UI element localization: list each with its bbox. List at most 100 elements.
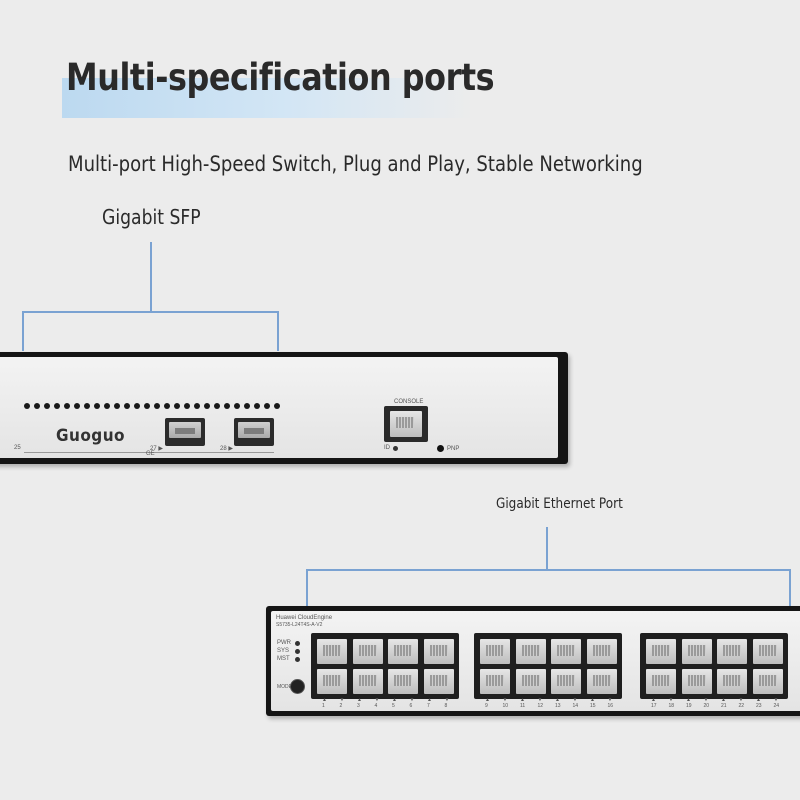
brand-logo-text: Guoguo bbox=[56, 426, 126, 446]
port-number-label: 2 bbox=[339, 703, 343, 709]
vent-hole bbox=[174, 403, 180, 409]
ethernet-port-19[interactable] bbox=[681, 639, 712, 664]
pnp-button[interactable] bbox=[437, 445, 444, 452]
vent-hole bbox=[274, 403, 280, 409]
vent-hole bbox=[234, 403, 240, 409]
vent-hole bbox=[254, 403, 260, 409]
up-arrow-icon: ▲ bbox=[756, 697, 761, 703]
ethernet-port-23[interactable] bbox=[752, 639, 783, 664]
sfp-callout-right-tick bbox=[277, 311, 279, 351]
port-number-label: 1 bbox=[322, 703, 325, 709]
down-arrow-icon: ▼ bbox=[444, 697, 450, 703]
sys-led bbox=[295, 649, 300, 654]
ethernet-port-12[interactable] bbox=[515, 669, 546, 694]
vent-hole bbox=[24, 403, 30, 409]
pwr-led bbox=[295, 641, 300, 646]
up-arrow-icon: ▲ bbox=[427, 697, 432, 703]
ethernet-port-16[interactable] bbox=[586, 669, 617, 694]
ethernet-port-24[interactable] bbox=[752, 669, 783, 694]
down-arrow-icon: ▼ bbox=[607, 697, 613, 703]
port-number-label: 22 bbox=[738, 703, 745, 709]
id-label: ID bbox=[384, 445, 390, 451]
port-25-label: 25 bbox=[14, 445, 21, 451]
ethernet-port-5[interactable] bbox=[388, 639, 418, 664]
port-number-label: 20 bbox=[703, 703, 710, 709]
ethernet-port-2[interactable] bbox=[317, 669, 347, 694]
vent-hole bbox=[204, 403, 210, 409]
vent-hole bbox=[154, 403, 160, 409]
ethernet-port-3[interactable] bbox=[352, 639, 383, 664]
ethernet-port-4[interactable] bbox=[352, 669, 383, 694]
vent-hole bbox=[134, 403, 140, 409]
vent-hole bbox=[84, 403, 90, 409]
vent-hole bbox=[74, 403, 80, 409]
ethernet-port-18[interactable] bbox=[646, 669, 676, 694]
ethernet-port-21[interactable] bbox=[717, 639, 747, 664]
ethernet-port-20[interactable] bbox=[681, 669, 712, 694]
vent-hole bbox=[34, 403, 40, 409]
port-number-label: 6 bbox=[409, 703, 413, 709]
console-port[interactable] bbox=[390, 411, 422, 437]
id-led bbox=[393, 446, 398, 451]
up-arrow-icon: ▲ bbox=[322, 697, 327, 703]
ethernet-port-13[interactable] bbox=[551, 639, 581, 664]
up-arrow-icon: ▲ bbox=[357, 697, 362, 703]
ethernet-port-1[interactable] bbox=[317, 639, 347, 664]
ethernet-port-14[interactable] bbox=[551, 669, 581, 694]
down-arrow-icon: ▼ bbox=[374, 697, 380, 703]
up-arrow-icon: ▲ bbox=[555, 697, 560, 703]
ethernet-callout-stem bbox=[546, 527, 548, 570]
sfp-port-28[interactable] bbox=[234, 418, 274, 446]
port-number-label: 7 bbox=[427, 703, 430, 709]
sfp-callout-stem bbox=[150, 242, 152, 312]
ethernet-port-22[interactable] bbox=[717, 669, 747, 694]
port-number-label: 16 bbox=[607, 703, 614, 709]
down-arrow-icon: ▼ bbox=[773, 697, 779, 703]
up-arrow-icon: ▲ bbox=[721, 697, 726, 703]
down-arrow-icon: ▼ bbox=[738, 697, 744, 703]
up-arrow-icon: ▲ bbox=[686, 697, 691, 703]
port-number-label: 15 bbox=[590, 703, 596, 709]
vent-hole bbox=[104, 403, 110, 409]
vent-hole bbox=[94, 403, 100, 409]
vent-hole bbox=[164, 403, 170, 409]
sfp-port-27[interactable] bbox=[165, 418, 205, 446]
up-arrow-icon: ▲ bbox=[392, 697, 397, 703]
port-number-label: 21 bbox=[721, 703, 727, 709]
model-number: S5735-L24T4S-A-V2 bbox=[276, 622, 323, 628]
port-number-label: 12 bbox=[537, 703, 544, 709]
mode-button[interactable] bbox=[290, 679, 305, 694]
vent-hole bbox=[44, 403, 50, 409]
ethernet-port-6[interactable] bbox=[388, 669, 418, 694]
port-number-label: 17 bbox=[651, 703, 657, 709]
sfp-callout-label: Gigabit SFP bbox=[102, 205, 201, 229]
sys-led-label: SYS bbox=[277, 648, 290, 654]
ethernet-callout-bar bbox=[306, 569, 791, 571]
vent-hole bbox=[184, 403, 190, 409]
up-arrow-icon: ▲ bbox=[651, 697, 656, 703]
down-arrow-icon: ▼ bbox=[572, 697, 578, 703]
ethernet-port-17[interactable] bbox=[646, 639, 676, 664]
ge-bracket-line bbox=[24, 452, 274, 453]
ethernet-port-15[interactable] bbox=[586, 639, 617, 664]
vent-hole bbox=[64, 403, 70, 409]
vent-hole bbox=[194, 403, 200, 409]
ethernet-port-10[interactable] bbox=[480, 669, 510, 694]
up-arrow-icon: ▲ bbox=[485, 697, 490, 703]
ethernet-port-9[interactable] bbox=[480, 639, 510, 664]
ethernet-port-11[interactable] bbox=[515, 639, 546, 664]
ethernet-callout-right-tick bbox=[789, 569, 791, 607]
console-label: CONSOLE bbox=[394, 399, 424, 405]
down-arrow-icon: ▼ bbox=[537, 697, 543, 703]
port-number-label: 19 bbox=[686, 703, 692, 709]
vent-hole bbox=[244, 403, 250, 409]
port-number-label: 18 bbox=[668, 703, 675, 709]
port-number-label: 10 bbox=[502, 703, 509, 709]
vent-holes bbox=[24, 403, 284, 411]
up-arrow-icon: ▲ bbox=[520, 697, 525, 703]
ethernet-port-7[interactable] bbox=[423, 639, 454, 664]
port-number-label: 24 bbox=[773, 703, 780, 709]
ethernet-port-8[interactable] bbox=[423, 669, 454, 694]
mode-label: MODE bbox=[277, 684, 292, 690]
port-number-label: 4 bbox=[374, 703, 378, 709]
